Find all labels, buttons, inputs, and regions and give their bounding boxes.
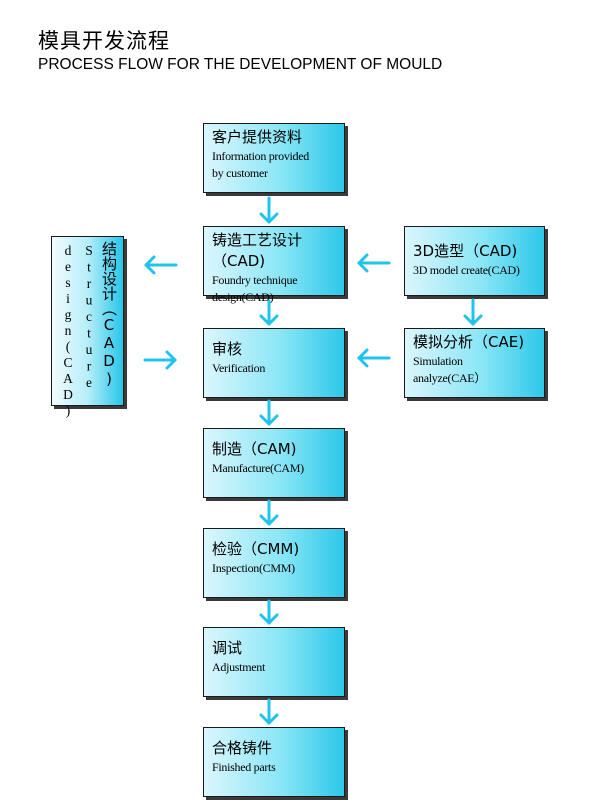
step-label-cn: 模拟分析（CAE) (413, 333, 525, 351)
step-label-cn: 合格铸件 (212, 739, 273, 757)
step-label-en: by customer (212, 166, 268, 180)
step-label-cn: 制造（CAM) (212, 440, 297, 458)
arrow-structure-to-verification (143, 350, 177, 370)
arrow-3d-to-foundry (357, 253, 391, 273)
arrow-verification-to-manufacture (259, 399, 279, 426)
step-label-en: 3D model create(CAD) (413, 263, 520, 277)
step-label-cn: 审核 (212, 340, 243, 358)
step-label-en: Information provided (212, 149, 309, 163)
step-inspection: 检验（CMM) Inspection(CMM) (203, 528, 345, 598)
step-label-en: Manufacture(CAM) (212, 461, 304, 475)
step-label-en: Verification (212, 361, 266, 375)
page-title-en: PROCESS FLOW FOR THE DEVELOPMENT OF MOUL… (38, 56, 443, 73)
step-label-en: Adjustment (212, 660, 265, 674)
step-label-en: Inspection(CMM) (212, 561, 295, 575)
structure-label-cn: 结构设计（CAD) (100, 241, 118, 388)
arrow-manufacture-to-inspection (259, 499, 279, 526)
page-title-cn: 模具开发流程 (38, 29, 170, 53)
arrow-inspection-to-adjustment (259, 599, 279, 625)
step-adjustment: 调试 Adjustment (203, 627, 345, 697)
step-label-en: Foundry technique (212, 273, 298, 287)
step-label-en: Finished parts (212, 760, 276, 774)
step-label-cn: 调试 (212, 639, 243, 657)
step-manufacture: 制造（CAM) Manufacture(CAM) (203, 428, 345, 498)
arrow-customer-to-foundry (259, 196, 279, 224)
step-simulation: 模拟分析（CAE) Simulation analyze(CAE） (404, 328, 545, 398)
arrow-simulation-to-verification (357, 348, 391, 368)
step-label-en: analyze(CAE） (413, 371, 487, 385)
structure-label-en-design: design(CAD) (60, 243, 76, 419)
step-label-en: Simulation (413, 354, 463, 368)
step-label-cn: 检验（CMM) (212, 540, 300, 558)
step-label-cn: 铸造工艺设计（CAD) (212, 231, 303, 270)
step-structure-design: design(CAD) Structure 结构设计（CAD) (51, 236, 124, 419)
structure-label-en-structure: Structure (81, 243, 97, 392)
step-label-cn: 3D造型（CAD) (413, 242, 518, 260)
step-3d-model: 3D造型（CAD) 3D model create(CAD) (404, 226, 545, 296)
step-label-en: design(CAD) (212, 290, 274, 304)
step-finished-parts: 合格铸件 Finished parts (203, 727, 345, 797)
step-label-cn: 客户提供资料 (212, 128, 303, 146)
step-customer-info: 客户提供资料 Information provided by customer (203, 123, 345, 193)
arrow-adjustment-to-finished (259, 698, 279, 725)
step-foundry-design: 铸造工艺设计（CAD) Foundry technique design(CAD… (203, 226, 345, 304)
arrow-foundry-to-verification (259, 299, 279, 326)
arrow-foundry-to-structure (144, 255, 178, 275)
step-verification: 审核 Verification (203, 328, 345, 398)
arrow-3d-to-simulation (463, 298, 483, 326)
